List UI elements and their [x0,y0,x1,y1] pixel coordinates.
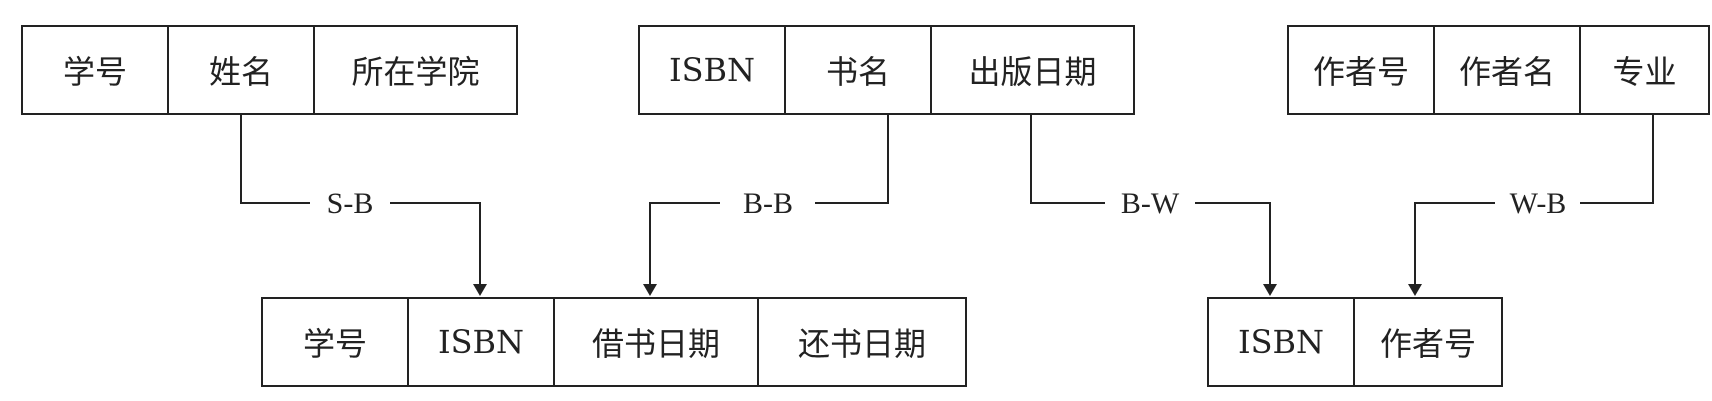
connector-w-b-right [1580,115,1654,204]
relation-w-b: W-B [1408,115,1654,296]
relation-s-b: S-B [240,115,487,296]
table-write: ISBN 作者号 [1207,297,1503,387]
relation-label-w-b: W-B [1510,187,1567,220]
column-borrow-date: 借书日期 [555,299,759,385]
relation-label-b-w: B-W [1121,187,1180,220]
column-student-name: 姓名 [169,27,315,113]
column-book-title: 书名 [786,27,932,113]
connector-w-b-left [1408,202,1495,296]
connector-b-w-left [1030,115,1105,204]
relation-label-s-b: S-B [327,187,374,220]
column-borrow-student-id: 学号 [263,299,409,385]
column-author-id: 作者号 [1289,27,1435,113]
connector-b-b-left [643,202,720,296]
table-author: 作者号 作者名 专业 [1287,25,1710,115]
column-book-isbn: ISBN [640,27,786,113]
connector-b-b-right [815,115,889,204]
relation-b-w: B-W [1030,115,1277,296]
column-borrow-isbn: ISBN [409,299,555,385]
table-book: ISBN 书名 出版日期 [638,25,1135,115]
table-borrow: 学号 ISBN 借书日期 还书日期 [261,297,967,387]
column-write-isbn: ISBN [1209,299,1355,385]
relation-b-b: B-B [643,115,889,296]
column-student-college: 所在学院 [351,53,480,91]
column-book-pubdate: 出版日期 [968,53,1097,91]
relation-label-b-b: B-B [743,187,793,220]
table-student: 学号 姓名 所在学院 [21,25,518,115]
column-author-name: 作者名 [1435,27,1581,113]
column-write-author-id: 作者号 [1379,325,1476,363]
connector-s-b-right [390,202,487,296]
column-borrow-return-date: 还书日期 [797,325,926,363]
column-author-major: 专业 [1612,53,1677,91]
column-student-id: 学号 [23,27,169,113]
connector-b-w-right [1195,202,1277,296]
connector-s-b-left [240,115,310,204]
